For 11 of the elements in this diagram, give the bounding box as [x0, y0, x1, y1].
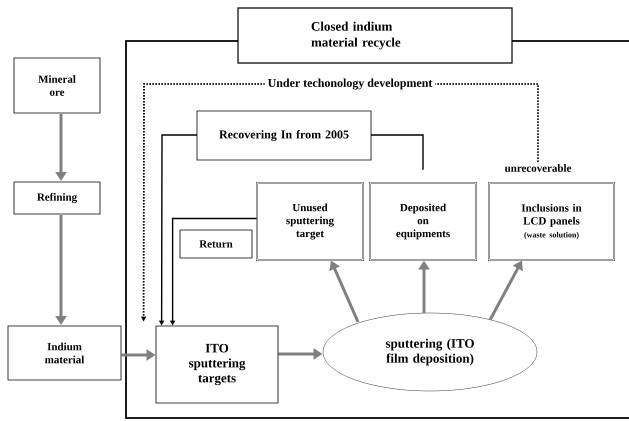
edge-label: Recovering In from 2005 [196, 110, 372, 160]
process-box: Mineral ore [14, 58, 100, 114]
process-box: ITO sputtering targets [156, 326, 278, 404]
process-box: Indium material [8, 326, 122, 380]
node-label: Closed indium [312, 22, 392, 31]
process-box: Deposited on equipments [369, 182, 478, 261]
process-box: Refining [14, 182, 100, 214]
edge-label: Under techonology development [264, 76, 436, 92]
process-box: Unused sputtering target [256, 182, 364, 261]
edge-label: Return [180, 230, 252, 258]
status-text: unrecoverable [504, 164, 572, 172]
